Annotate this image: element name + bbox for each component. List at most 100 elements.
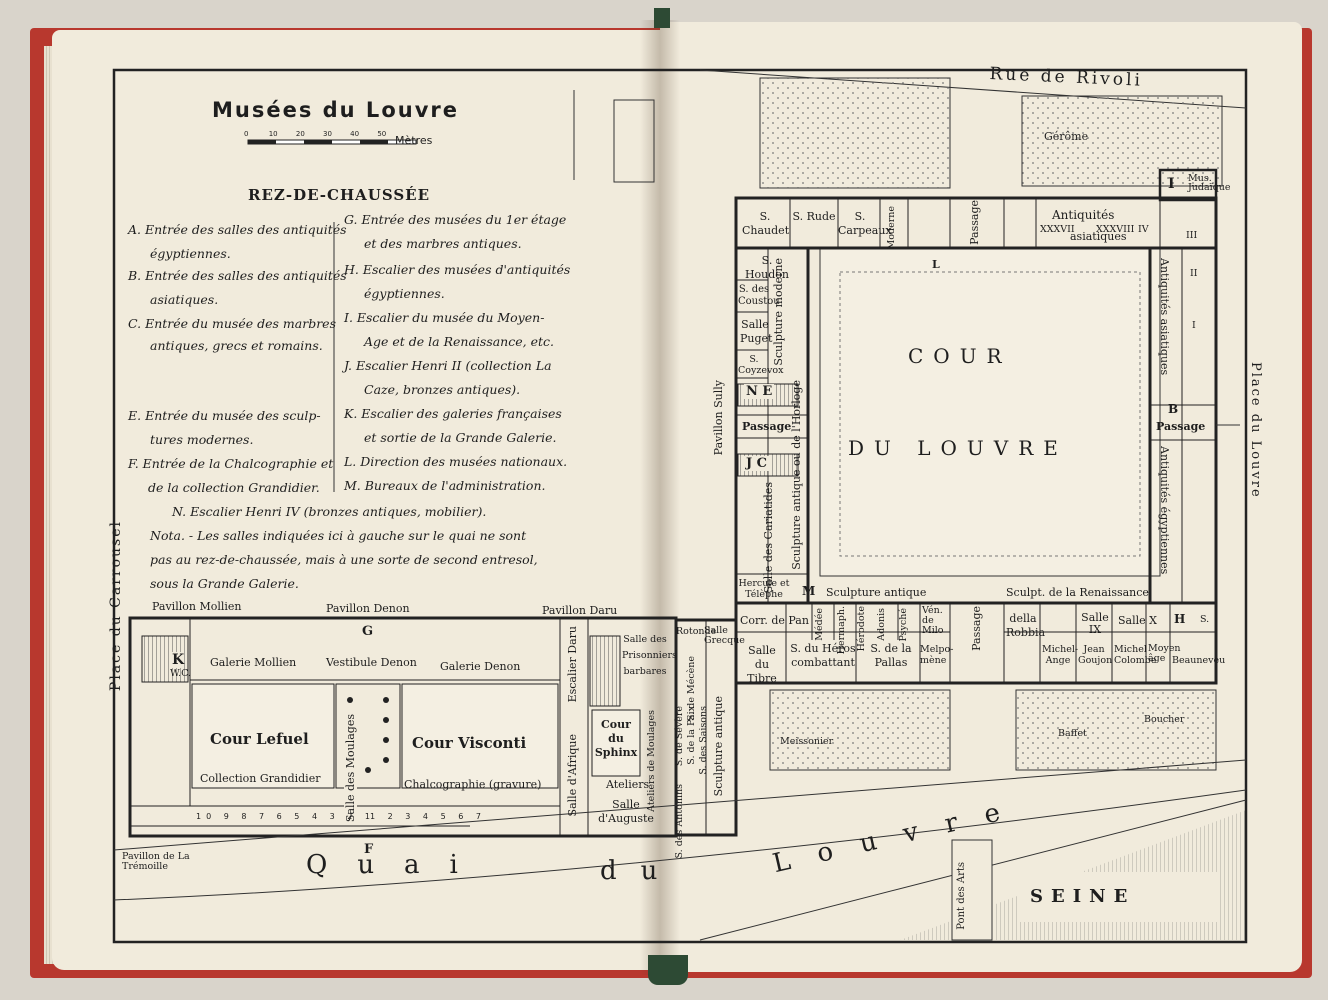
- antiquites-asiatiques-north-2: asiatiques: [1070, 230, 1127, 243]
- roman-numeral: IV: [1138, 224, 1149, 235]
- vestibule-denon: Vestibule Denon: [326, 656, 417, 669]
- room-psyche: Psyché: [898, 608, 909, 642]
- room-michel-ange: Michel-Ange: [1042, 644, 1079, 666]
- room-chaudet: S. Chaudet: [742, 210, 790, 237]
- letter-f: F: [364, 842, 374, 857]
- book-gutter: [640, 20, 680, 975]
- street-quai-du: du: [600, 856, 682, 886]
- legend-entry: B. Entrée des salles des antiquités: [128, 268, 347, 283]
- grand-gallery: [128, 616, 678, 838]
- room-hercule: Hercule et Télèphe: [738, 578, 790, 600]
- letter-b: B: [1168, 402, 1179, 416]
- sculpture-antique-south: Sculpture antique: [826, 586, 927, 599]
- cour-sphinx-area: [591, 709, 641, 777]
- map-frame: [112, 68, 1248, 944]
- small-block: [613, 99, 655, 183]
- galerie-denon: Galerie Denon: [440, 660, 521, 673]
- quai-line-1: [113, 759, 1247, 851]
- statue-baffet: Baffet: [1058, 728, 1087, 739]
- letter-i: I: [1168, 176, 1175, 192]
- pavillon-tremoille: Pavillon de La Trémoille: [122, 851, 190, 872]
- north-wing: [734, 196, 1218, 250]
- chalcographie: Chalcographie (gravure): [404, 778, 542, 791]
- scale-unit: Mètres: [395, 134, 433, 147]
- cour-lefuel-area: [191, 683, 335, 789]
- cour-lefuel: Cour Lefuel: [210, 730, 309, 748]
- passage-north: Passage: [968, 200, 981, 245]
- room-jean-goujon: Jean Goujon: [1078, 644, 1113, 666]
- salle-antonins: S. des Antonins: [674, 784, 685, 859]
- legend-entry: F. Entrée de la Chalcographie et: [128, 456, 334, 471]
- room-puget: Salle Puget: [740, 318, 773, 345]
- room-number: 3: [405, 812, 416, 821]
- room-salle-ix: Salle IX: [1081, 611, 1109, 636]
- room-melpomene: Melpo-mène: [920, 644, 954, 666]
- street-place-du-louvre: Place du Louvre: [1248, 362, 1263, 499]
- ateliers-de-moulages: Ateliers de Moulages: [646, 710, 657, 812]
- seine-label-bg: [1020, 872, 1220, 922]
- room-number: 3: [329, 812, 340, 821]
- rotonde: Rotonde: [676, 626, 717, 637]
- room-number: 7: [259, 812, 270, 821]
- pont-des-arts: [951, 839, 993, 941]
- quai-line-2: [113, 789, 1247, 901]
- room-number: 6: [276, 812, 287, 821]
- antiquites-asiatiques-north: Antiquités: [1052, 208, 1115, 222]
- cour-du-louvre-area: [819, 247, 1161, 577]
- room-number: 6: [458, 812, 469, 821]
- letters-n-e: N E: [744, 384, 775, 399]
- statue-boucher: Boucher: [1144, 714, 1185, 725]
- room-number: 5: [440, 812, 451, 821]
- room-adonis: Adonis: [876, 608, 887, 641]
- room-number: 7: [475, 812, 486, 821]
- room-number: 8: [241, 812, 252, 821]
- garden-north-1: [759, 77, 951, 189]
- roman-numeral: II: [1190, 268, 1198, 279]
- numbered-rooms-right: 1 2 3 4 5 6 7: [370, 812, 486, 821]
- garden-south-2: [1015, 689, 1217, 771]
- pavillon-mollien: Pavillon Mollien: [152, 600, 242, 613]
- letter-m: M: [802, 584, 816, 598]
- cour-du-sphinx: Cour du Sphinx: [594, 718, 638, 759]
- pavillon-daru: Pavillon Daru: [542, 604, 618, 617]
- nota-line: pas au rez-de-chaussée, mais à une sorte…: [150, 552, 538, 567]
- pont-des-arts-label: Pont des Arts: [956, 862, 967, 930]
- room-number: 4: [422, 812, 434, 821]
- legend-entry: I. Escalier du musée du Moyen-: [344, 310, 545, 325]
- scale-ticks: 0 10 20 30 40 50: [244, 130, 386, 138]
- scale-tick: 20: [295, 130, 305, 138]
- legend-entry: A. Entrée des salles des antiquités: [128, 222, 347, 237]
- legend-entry: de la collection Grandidier.: [148, 480, 320, 495]
- antiquites-asiatiques-east: Antiquités asiatiques: [1158, 258, 1171, 376]
- salle-d-auguste: Salle d'Auguste: [598, 798, 654, 825]
- room-heros-combattant: S. du Héros combattant: [790, 642, 856, 669]
- room-coustou: S. des Coustou: [738, 284, 780, 307]
- bookmark-ribbon-top: [654, 8, 670, 28]
- collection-grandidier: Collection Grandidier: [200, 772, 321, 785]
- cour-visconti: Cour Visconti: [412, 734, 527, 752]
- mus-judaique: Mus. Judaïque: [1188, 173, 1231, 193]
- roman-numeral: XXXVII: [1040, 224, 1075, 235]
- room-number: 2: [347, 812, 358, 821]
- room-number: 1: [370, 812, 381, 821]
- room-della-robbia: della Robbia: [1006, 612, 1046, 639]
- legend-entry: et des marbres antiques.: [364, 236, 522, 251]
- legend-entry: C. Entrée du musée des marbres: [128, 316, 336, 331]
- street-place-du-carrousel: Place du Carrousel: [108, 520, 124, 692]
- room-houdon: S. Houdon: [744, 254, 790, 281]
- letters-j-c: J C: [744, 456, 770, 471]
- nota-line: sous la Grande Galerie.: [150, 576, 299, 591]
- salle-cariatides: Salle des Cariatides: [762, 482, 775, 594]
- room-medee: Médée: [814, 608, 825, 641]
- galerie-mollien: Galerie Mollien: [210, 656, 297, 669]
- room-moderne: Moderne: [886, 206, 897, 250]
- letter-k: K: [172, 652, 185, 668]
- scale-tick: 50: [377, 130, 387, 138]
- room-number: 5: [294, 812, 305, 821]
- legend-heading: REZ-DE-CHAUSSÉE: [248, 186, 431, 204]
- roman-numeral: XXXVIII: [1096, 224, 1135, 235]
- salle-grecque: Salle Grecque: [704, 625, 745, 646]
- room-number: 2: [387, 812, 398, 821]
- pavillon-denon: Pavillon Denon: [326, 602, 410, 615]
